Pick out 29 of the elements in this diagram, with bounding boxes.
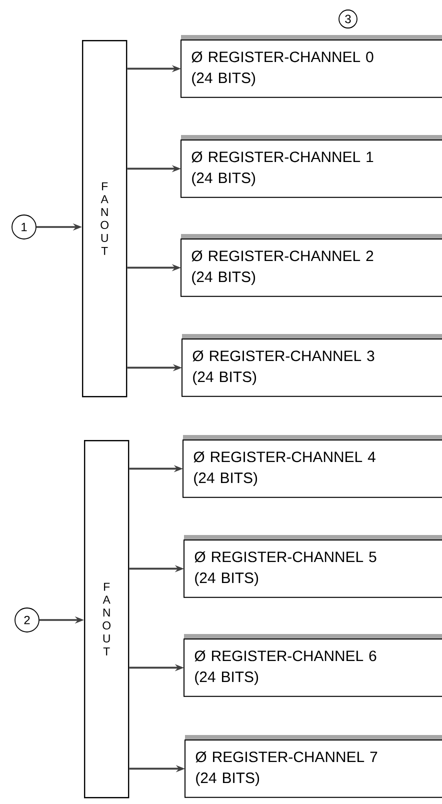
circled-number: 1 — [12, 214, 36, 240]
node-label: Ø REGISTER-CHANNEL 5 — [194, 551, 376, 562]
fanout-box: FANOUT — [84, 440, 130, 798]
node-label: Ø REGISTER-CHANNEL 4 — [194, 451, 376, 462]
register-box: Ø REGISTER-CHANNEL 7 (24 BITS) — [184, 735, 442, 798]
node-label: Ø REGISTER-CHANNEL 1 — [192, 151, 374, 162]
register-box: Ø REGISTER-CHANNEL 2 (24 BITS) — [180, 234, 442, 297]
node-label: (24 BITS) — [195, 671, 258, 686]
node-label: (24 BITS) — [196, 772, 260, 786]
fanout-box: FANOUT — [82, 40, 128, 398]
register-box: Ø REGISTER-CHANNEL 1 (24 BITS) — [180, 135, 442, 198]
node-label: Ø REGISTER-CHANNEL 6 — [194, 650, 376, 662]
node-label: Ø REGISTER-CHANNEL 2 — [192, 250, 374, 262]
node-label: (24 BITS) — [194, 472, 258, 486]
node-label: Ø REGISTER-CHANNEL 7 — [196, 751, 378, 762]
node-label: (24 BITS) — [195, 572, 258, 586]
circled-number: 2 — [14, 608, 40, 632]
register-box: Ø REGISTER-CHANNEL 0 (24 BITS) — [180, 35, 442, 98]
node-label: (24 BITS) — [193, 371, 256, 386]
node-label: Ø REGISTER-CHANNEL 3 — [192, 350, 374, 362]
register-box: Ø REGISTER-CHANNEL 3 (24 BITS) — [182, 334, 442, 397]
circled-number: 3 — [338, 10, 358, 28]
node-label: (24 BITS) — [192, 172, 256, 186]
node-label: (24 BITS) — [192, 271, 256, 286]
node-label: (24 BITS) — [192, 72, 256, 86]
register-box: Ø REGISTER-CHANNEL 4 (24 BITS) — [182, 435, 442, 498]
register-box: Ø REGISTER-CHANNEL 6 (24 BITS) — [184, 634, 442, 697]
register-box: Ø REGISTER-CHANNEL 5 (24 BITS) — [184, 535, 442, 598]
node-label: Ø REGISTER-CHANNEL 0 — [192, 51, 374, 62]
